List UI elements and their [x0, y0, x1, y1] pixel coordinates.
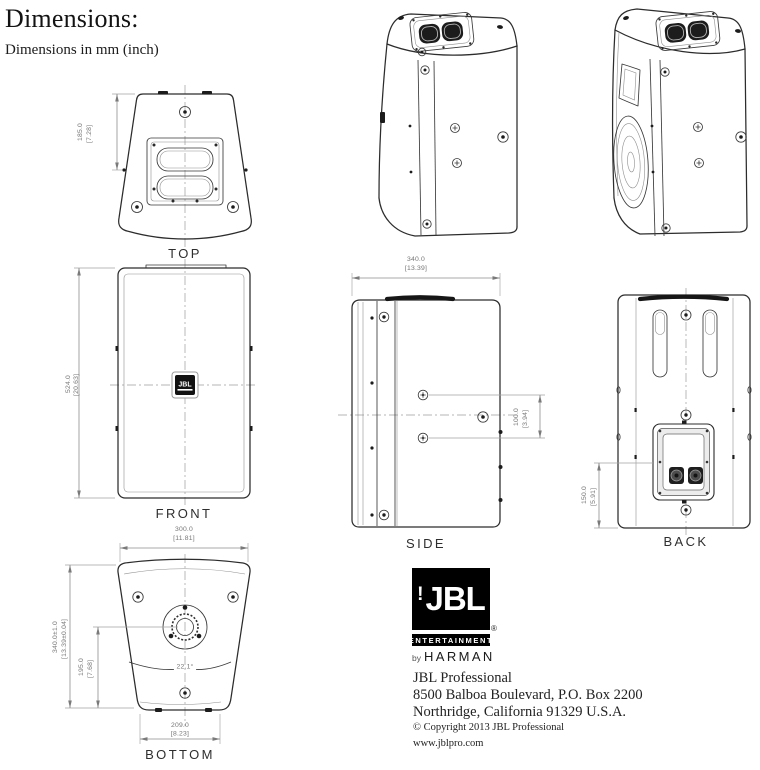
speakon-connectors [669, 467, 703, 484]
back-panel-dim-mm: 150.0 [581, 486, 588, 504]
bottom-width-dim-in: [11.81] [173, 535, 195, 542]
by-harman-logo: by HARMAN [412, 649, 495, 664]
side-mount-dimension: 100.0 [3.94] [429, 394, 545, 439]
top-rear-foot [158, 91, 168, 95]
side-depth-dimension: 340.0 [13.39] [351, 256, 501, 296]
footer-website: www.jblpro.com [413, 738, 484, 749]
iso2-cabinet-outline [611, 8, 748, 237]
bottom-pole-dim-in: [7.68] [87, 660, 94, 678]
back-panel-dimension: 150.0 [5.91] [581, 462, 653, 529]
side-mount-dim-in: [3.94] [522, 410, 529, 428]
bottom-view-label: BOTTOM [145, 747, 215, 762]
back-edge-screw [498, 465, 503, 469]
side-depth-dim-mm: 340.0 [407, 256, 425, 263]
iso1-mount-points [450, 123, 509, 168]
bottom-base-dim-in: [8.23] [171, 731, 189, 738]
panel-screws [658, 429, 709, 495]
jbl-logo: ! JBL [412, 568, 490, 630]
top-view-label: TOP [168, 246, 202, 261]
side-handle-recess [384, 295, 456, 302]
page-subtitle: Dimensions in mm (inch) [5, 42, 159, 58]
bottom-enclosure-outline [117, 558, 251, 712]
grille-clip [250, 346, 253, 351]
top-rear-foot [202, 91, 212, 95]
iso2-mount-points [693, 122, 747, 168]
bottom-pole-dim-mm: 195.0 [78, 658, 85, 676]
jbl-logo-mark: ! [417, 584, 424, 605]
bottom-base-dim-mm: 209.0 [171, 722, 189, 729]
bottom-height-dim-in: [13.39±0.04] [61, 619, 68, 659]
top-depth-dim-mm: 185.0 [77, 123, 84, 141]
back-screws [680, 309, 692, 516]
badge-text: JBL [178, 382, 192, 389]
jbl-badge-edge [380, 112, 385, 123]
back-view: 150.0 [5.91] BACK [581, 288, 752, 549]
bottom-screws [132, 591, 239, 699]
top-view: 185.0 [7.28] TOP [77, 85, 252, 261]
top-depth-dimension: 185.0 [7.28] [77, 93, 135, 171]
front-height-dimension: 524.0 [20.63] [65, 267, 115, 499]
footer-company: JBL Professional [413, 670, 512, 686]
iso2-top-handle [655, 11, 721, 51]
iso2-screws [623, 15, 747, 233]
back-panel-dim-in: [5.91] [590, 488, 597, 506]
front-height-dim-mm: 524.0 [65, 375, 72, 393]
top-depth-dim-in: [7.28] [86, 125, 93, 143]
top-handle-plate [146, 137, 224, 206]
bottom-height-dim-mm: 340.0±1.0 [52, 621, 59, 653]
jbl-logo-text: JBL [425, 580, 485, 617]
front-height-dim-in: [20.63] [73, 374, 80, 396]
iso2-woofer [613, 115, 649, 209]
front-view-label: FRONT [156, 506, 213, 521]
side-enclosure-outline [351, 295, 503, 528]
grille-clip [250, 426, 253, 431]
footer-address-line2: Northridge, California 91329 U.S.A. [413, 704, 627, 720]
bottom-foot [205, 708, 212, 712]
footer-copyright: © Copyright 2013 JBL Professional [413, 722, 565, 733]
back-edge-screw [498, 498, 503, 502]
iso1-top-handle [409, 12, 475, 52]
side-clip [244, 168, 248, 172]
grille-clip [115, 426, 118, 431]
grille-clip [115, 346, 118, 351]
footer-address-line1: 8500 Balboa Boulevard, P.O. Box 2200 [413, 687, 643, 703]
back-handle-recess [637, 294, 730, 302]
front-enclosure-outline [115, 264, 253, 499]
back-edge-screw [498, 430, 503, 434]
iso-view-grille [378, 12, 518, 237]
iso1-cabinet-outline [378, 13, 518, 237]
back-handle-slots [652, 309, 718, 378]
harman-text: HARMAN [423, 649, 495, 664]
bottom-width-dim-mm: 300.0 [175, 526, 193, 533]
top-screws [131, 106, 239, 213]
entertainment-banner: ENTERTAINMENT [408, 634, 494, 646]
back-view-label: BACK [663, 534, 708, 549]
bottom-pole-dimension: 195.0 [7.68] [78, 626, 178, 708]
bottom-foot [155, 708, 162, 712]
side-view: 340.0 [13.39] 100.0 [3.94] SIDE [338, 256, 545, 551]
front-jbl-badge: JBL [171, 371, 199, 399]
iso-view-drivers [611, 8, 748, 237]
side-mount-dim-mm: 100.0 [513, 408, 520, 426]
iso1-screws [398, 15, 509, 229]
side-view-label: SIDE [406, 536, 446, 551]
back-enclosure-outline [616, 294, 752, 529]
side-screws [370, 311, 489, 521]
bottom-view: 22.1° 300.0 [11.81] 340.0±1.0 [13.39±0.0… [52, 526, 251, 762]
back-connector-panel [652, 420, 715, 504]
bottom-width-dimension: 300.0 [11.81] [119, 526, 249, 562]
registered-mark: ® [491, 624, 497, 633]
bottom-base-dimension: 209.0 [8.23] [139, 714, 221, 744]
side-depth-dim-in: [13.39] [405, 265, 427, 272]
by-text: by [412, 653, 421, 663]
side-mount-points [417, 389, 429, 444]
bottom-angle-dim: 22.1° [177, 663, 194, 671]
page-title: Dimensions: [5, 4, 139, 33]
side-clip [122, 168, 126, 172]
top-enclosure-outline [118, 91, 252, 240]
iso2-horn [618, 63, 641, 107]
front-view: JBL 524.0 [20.63] FRONT [65, 259, 258, 521]
bottom-height-dimension: 340.0±1.0 [13.39±0.04] [52, 564, 134, 709]
plate-screws [152, 143, 218, 203]
